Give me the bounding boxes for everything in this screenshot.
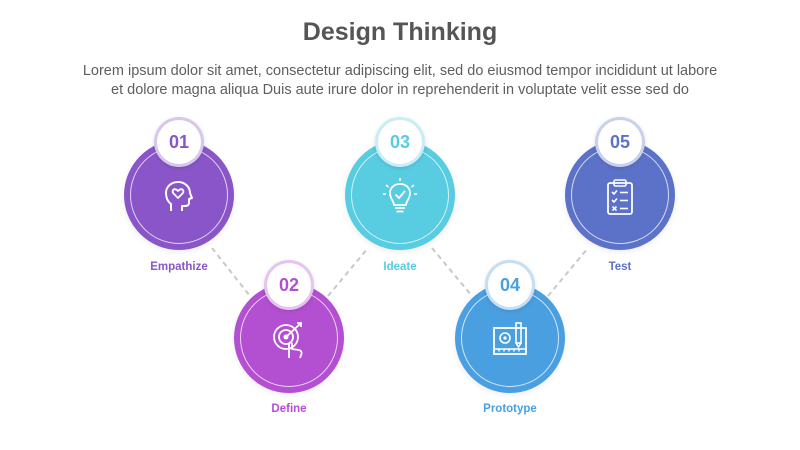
head-heart-icon <box>165 181 193 211</box>
page-subtitle: Lorem ipsum dolor sit amet, consectetur … <box>30 62 770 100</box>
page-title: Design Thinking <box>302 18 498 46</box>
step-5-label: Test <box>608 261 632 273</box>
step-4-label: Prototype <box>483 403 537 415</box>
step-4-circle <box>455 283 565 393</box>
clipboard-checklist-icon <box>607 179 633 215</box>
step-1-badge: 01 <box>154 117 204 167</box>
step-2-label: Define <box>271 403 307 415</box>
connector-3-4 <box>431 247 473 297</box>
subtitle-line-2: et dolore magna aliqua Duis aute irure d… <box>111 82 689 98</box>
target-hand-icon <box>273 322 303 359</box>
connector-1-2 <box>211 247 251 297</box>
step-1-label: Empathize <box>150 261 208 273</box>
step-5-badge: 05 <box>595 117 645 167</box>
blueprint-icon <box>493 322 527 355</box>
lightbulb-icon <box>383 178 417 213</box>
step-3-label: Ideate <box>383 261 417 273</box>
step-3-badge: 03 <box>375 117 425 167</box>
step-2-badge: 02 <box>264 260 314 310</box>
step-4-badge: 04 <box>485 260 535 310</box>
subtitle-line-1: Lorem ipsum dolor sit amet, consectetur … <box>82 63 718 79</box>
connector-2-3 <box>327 247 369 297</box>
connector-4-5 <box>547 247 589 297</box>
